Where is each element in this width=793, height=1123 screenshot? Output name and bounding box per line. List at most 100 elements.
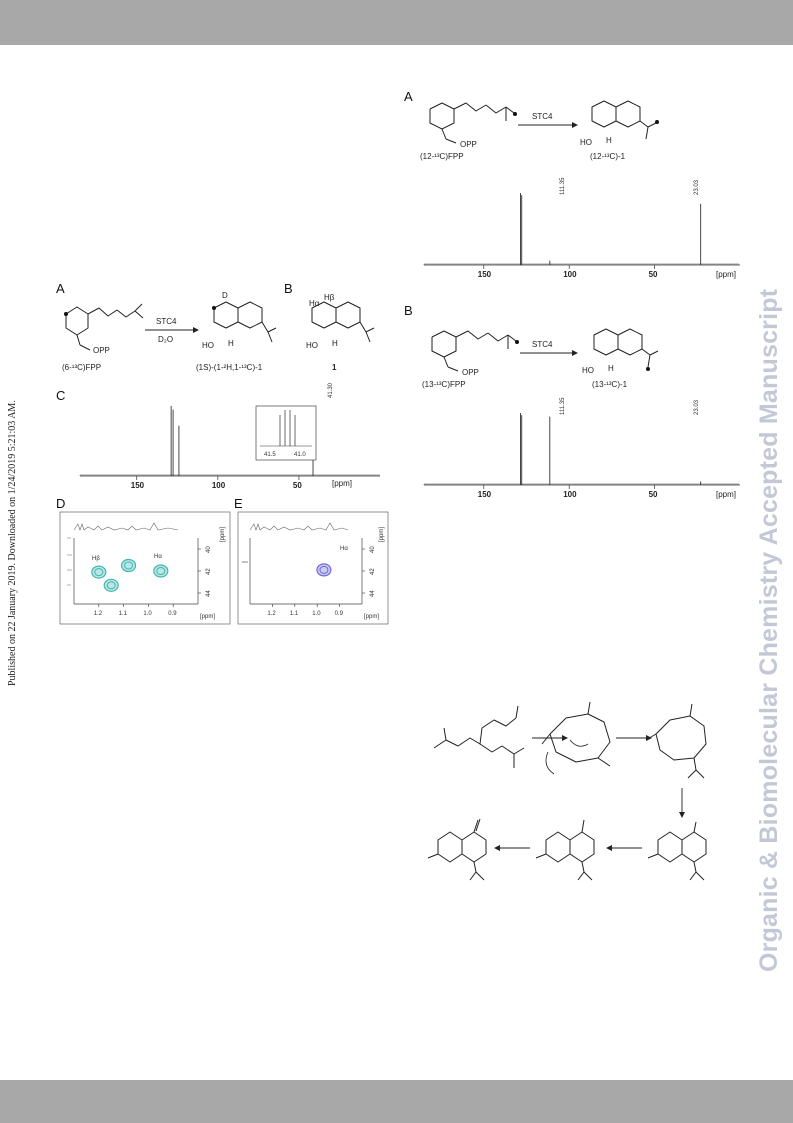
axis-tick-label: 100 — [563, 490, 577, 499]
spectrum-baseline-noise — [423, 483, 739, 485]
left-atom-ho: HO — [202, 341, 214, 350]
product-structure-left — [212, 301, 277, 343]
peak-label-23-03-a: 23.03 — [694, 179, 700, 195]
right-figure: A OPP (12-¹³C)FPP STC4 HO H (12-¹³C)-1 1… — [404, 89, 740, 499]
hsqc-d-x-unit: [ppm] — [200, 614, 215, 620]
hsqc-d-label-ha: Hα — [154, 554, 162, 560]
left-panel-e-label: E — [234, 496, 243, 511]
left-panel-d-label: D — [56, 496, 65, 511]
peak-label-111-35-a: 111.35 — [560, 177, 566, 195]
hsqc-x-tick-label: 1.2 — [267, 611, 276, 617]
inset-frame — [255, 405, 317, 461]
hsqc-x-tick-label: 1.0 — [312, 611, 321, 617]
left-panel-a-label: A — [56, 281, 65, 296]
right-b-substrate: (13-¹³C)FPP — [422, 380, 466, 389]
hsqc-cross-peak-contour — [156, 567, 166, 575]
right-a-ho: HO — [580, 138, 592, 147]
hsqc-x-tick-label: 1.1 — [119, 611, 128, 617]
watermark: Organic & Biomolecular Chemistry Accepte… — [755, 288, 783, 972]
scheme-fpp-chain — [433, 705, 525, 768]
hsqc-cross-peak — [120, 558, 137, 573]
hsqc-d-side-projection — [67, 537, 72, 586]
axis-tick-label: 50 — [293, 481, 302, 490]
inset-tick-410: 41.0 — [294, 452, 306, 458]
hsqc-cross-peak-contour — [94, 568, 104, 577]
hsqc-e-projection — [249, 522, 349, 531]
hsqc-d-label-hb: Hβ — [92, 556, 100, 562]
compound-1-ho: HO — [306, 341, 318, 350]
arrowhead — [562, 735, 568, 741]
arrowhead — [606, 845, 612, 851]
hsqc-e-frame — [237, 511, 389, 625]
fpp-structure-right-b — [431, 330, 519, 372]
hsqc-y-tick-label: 42 — [370, 568, 376, 575]
peak-label-23-03-b: 23.03 — [694, 399, 700, 415]
header-band — [0, 0, 793, 45]
arrowhead — [572, 122, 578, 128]
hsqc-cross-peak — [103, 578, 119, 592]
spectrum-baseline-noise — [79, 474, 380, 476]
axis-tick-label: 150 — [131, 481, 145, 490]
right-b-opp: OPP — [462, 368, 479, 377]
curly-arrow — [569, 739, 589, 747]
mechanism-scheme — [427, 701, 707, 881]
right-a-opp: OPP — [460, 140, 477, 149]
right-b-ho: HO — [582, 366, 594, 375]
axis-tick-label: 100 — [563, 270, 577, 279]
left-substrate-label: (6-¹³C)FPP — [62, 363, 101, 372]
left-reagent: D₂O — [158, 335, 173, 344]
footer-band — [0, 1080, 793, 1123]
left-product-label: (1S)-(1-²H,1-¹³C)-1 — [196, 363, 263, 372]
right-a-product: (12-¹³C)-1 — [590, 152, 626, 161]
arrowhead — [572, 350, 578, 356]
right-b-product: (13-¹³C)-1 — [592, 380, 628, 389]
axis-tick-label: 50 — [649, 270, 658, 279]
label-dot — [655, 120, 659, 124]
spectrum-right-a: 150 100 50 [ppm] 111.35 23.03 — [423, 177, 740, 279]
hsqc-y-tick-label: 44 — [206, 590, 212, 597]
compound-1-structure — [311, 301, 375, 343]
spectrum-c-inset: 41.5 41.0 — [255, 405, 317, 461]
right-a-enzyme: STC4 — [532, 112, 553, 121]
compound-1-ha: Hα — [309, 299, 320, 308]
left-panel-b-label: B — [284, 281, 293, 296]
arrowhead — [679, 812, 685, 818]
hsqc-x-tick-label: 0.9 — [335, 611, 344, 617]
label-dot — [515, 340, 519, 344]
label-dot — [64, 312, 68, 316]
spectrum-baseline-noise — [423, 263, 739, 265]
hsqc-y-tick-label: 44 — [370, 590, 376, 597]
hsqc-y-tick-label: 42 — [206, 568, 212, 575]
peak-label-111-35-b: 111.35 — [560, 397, 566, 415]
hsqc-cross-peak — [316, 563, 332, 577]
right-panel-a-label: A — [404, 89, 413, 104]
label-dot — [646, 367, 650, 371]
axis-tick-label: 50 — [649, 490, 658, 499]
hsqc-x-tick-label: 1.0 — [143, 611, 152, 617]
hsqc-e-label-ha: Hα — [340, 546, 348, 552]
left-panel-c-label: C — [56, 388, 65, 403]
left-opp-label: OPP — [93, 346, 110, 355]
axis-tick-label: 150 — [478, 270, 492, 279]
hsqc-d-projection — [73, 522, 179, 531]
axis-tick-label: 150 — [478, 490, 492, 499]
scheme-germacrene — [645, 703, 707, 779]
fpp-structure-right-a — [429, 102, 517, 144]
hsqc-y-tick-label: 40 — [206, 546, 212, 553]
hsqc-e-y-unit: [ppm] — [379, 527, 385, 542]
inset-tick-415: 41.5 — [264, 452, 276, 458]
scheme-selinene — [427, 818, 487, 881]
right-a-substrate: (12-¹³C)FPP — [420, 152, 464, 161]
product-structure-right-b — [593, 328, 659, 371]
hsqc-cross-peak-contour — [319, 565, 329, 574]
spectrum-right-a-unit: [ppm] — [716, 270, 736, 279]
left-enzyme: STC4 — [156, 317, 177, 326]
peak-label-41-30: 41.30 — [328, 382, 334, 398]
spectrum-c-unit: [ppm] — [332, 479, 352, 488]
left-atom-h: H — [228, 339, 234, 348]
compound-1-hb: Hβ — [324, 293, 335, 302]
